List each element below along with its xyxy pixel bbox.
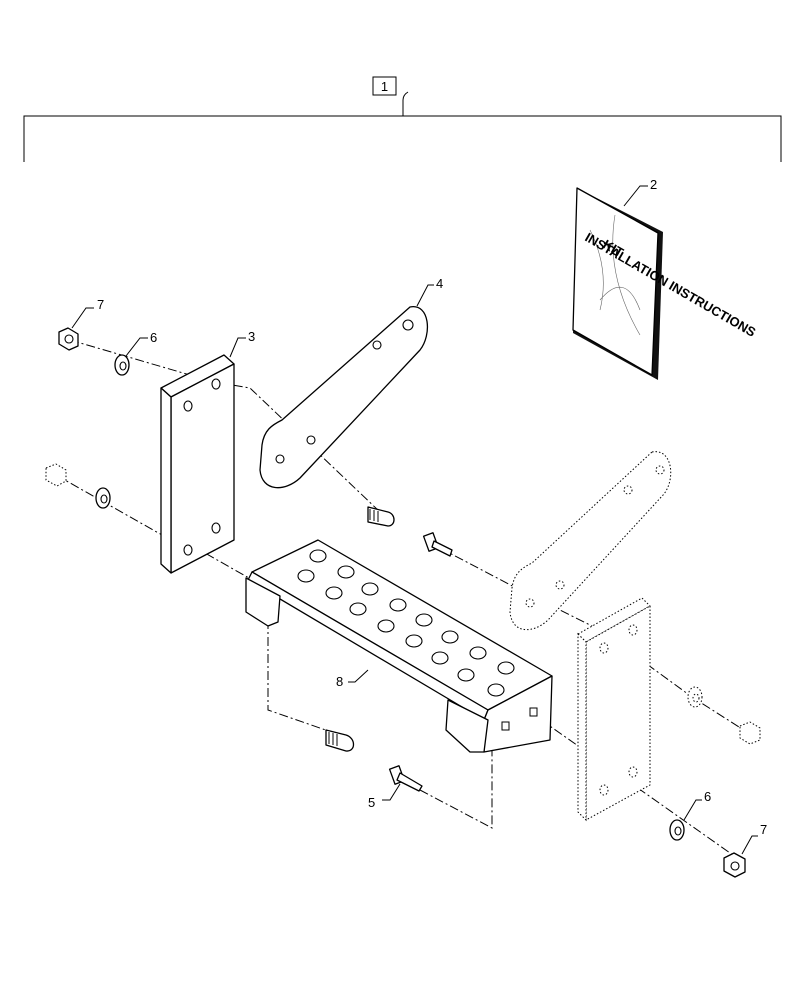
- carriage-bolt-upper[interactable]: [367, 506, 395, 527]
- nut-left[interactable]: [45, 463, 67, 487]
- callout-2[interactable]: 2: [650, 177, 657, 192]
- spacer-plate[interactable]: 3: [160, 329, 255, 574]
- carriage-bolt-right[interactable]: [422, 532, 453, 557]
- callout-1[interactable]: 1: [381, 79, 388, 94]
- nut-top[interactable]: 7: [58, 297, 104, 351]
- washer-bottom[interactable]: 6: [669, 789, 711, 841]
- opposite-side-bracket-ghost: [509, 451, 672, 630]
- callout-box-1[interactable]: [372, 76, 397, 96]
- callout-8[interactable]: 8: [336, 674, 343, 689]
- opposite-side-spacer-ghost: [577, 597, 651, 822]
- callout-4[interactable]: 4: [436, 276, 443, 291]
- carriage-bolt-lower[interactable]: [325, 729, 355, 752]
- mounting-bracket[interactable]: 4: [259, 276, 443, 489]
- callout-7-top[interactable]: 7: [97, 297, 104, 312]
- callout-5[interactable]: 5: [368, 795, 375, 810]
- carriage-bolt-callout[interactable]: 5: [368, 765, 423, 810]
- washer-left[interactable]: [95, 487, 111, 509]
- kit-bracket: 1: [23, 76, 782, 162]
- installation-manual[interactable]: KIT INSTALLATION INSTRUCTIONS 2: [572, 177, 759, 380]
- nut-bottom[interactable]: 7: [723, 822, 767, 878]
- callout-7-bottom[interactable]: 7: [760, 822, 767, 837]
- callout-3[interactable]: 3: [248, 329, 255, 344]
- step-tread-holes: [297, 549, 515, 697]
- step-tread[interactable]: 8: [245, 539, 553, 753]
- callout-6-top[interactable]: 6: [150, 330, 157, 345]
- washer-right[interactable]: [687, 686, 703, 708]
- washer-top[interactable]: 6: [114, 330, 157, 376]
- nut-right[interactable]: [739, 721, 761, 745]
- callout-6-bottom[interactable]: 6: [704, 789, 711, 804]
